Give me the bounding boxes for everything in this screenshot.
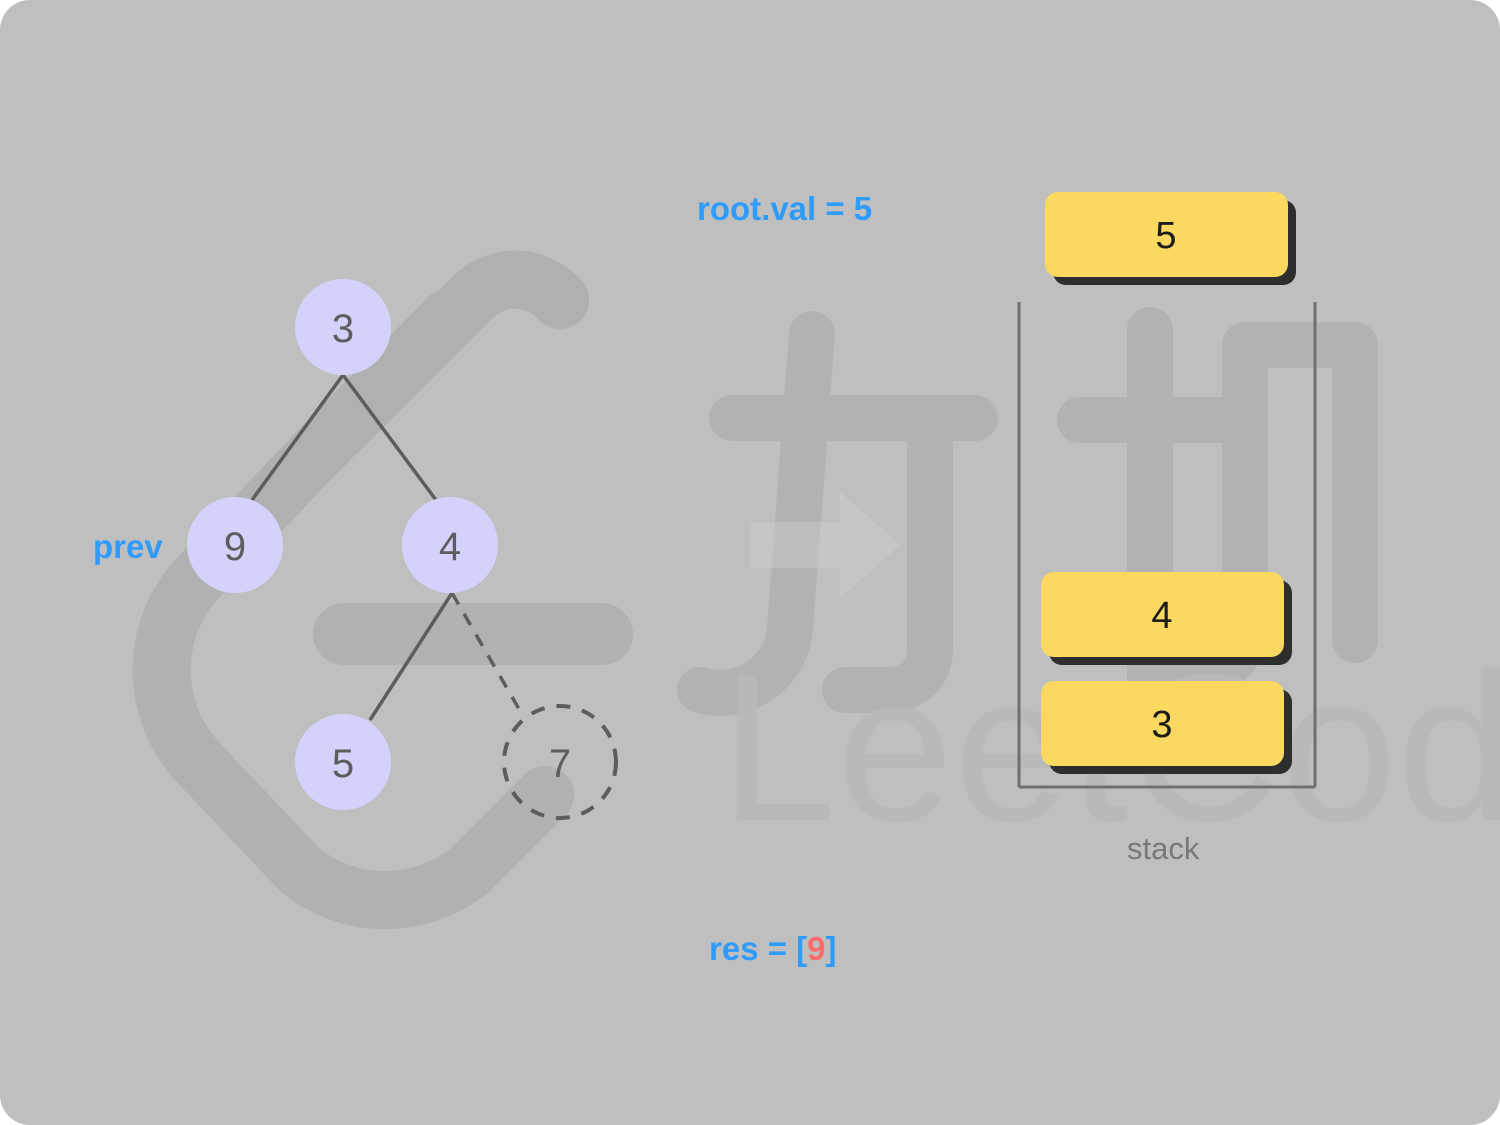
tree-node-3-label: 3 bbox=[332, 307, 354, 351]
tree-edge-3-9 bbox=[250, 373, 345, 502]
root-val-label: root.val = 5 bbox=[697, 190, 873, 227]
res-value: 9 bbox=[807, 930, 826, 967]
stack-box-3[interactable]: 3 bbox=[1041, 681, 1292, 774]
stack-label: stack bbox=[1127, 831, 1200, 866]
tree-node-7[interactable]: 7 bbox=[502, 704, 618, 820]
tree-edges bbox=[250, 373, 525, 721]
tree-node-3[interactable]: 3 bbox=[295, 279, 391, 375]
tree-node-9-circle bbox=[187, 497, 283, 593]
prev-pointer-label: prev bbox=[93, 528, 163, 565]
tree-node-7-circle bbox=[502, 704, 618, 820]
tree-node-4-circle bbox=[402, 497, 498, 593]
tree-edge-4-5 bbox=[368, 592, 454, 721]
tree-edge-3-4 bbox=[341, 373, 438, 502]
stack-box-4[interactable]: 4 bbox=[1041, 572, 1292, 665]
stack-container-border bbox=[1017, 302, 1317, 789]
tree-node-4[interactable]: 4 bbox=[402, 497, 498, 593]
stack-box-3-body bbox=[1041, 681, 1284, 766]
tree-node-5-label: 5 bbox=[332, 742, 354, 786]
stack-box-4-body bbox=[1041, 572, 1284, 657]
leetcode-logo-mark bbox=[132, 250, 589, 930]
tree-node-5-circle bbox=[295, 714, 391, 810]
stack-box-5-body bbox=[1045, 192, 1288, 277]
tree-node-9[interactable]: 9 bbox=[187, 497, 283, 593]
tree-node-3-circle bbox=[295, 279, 391, 375]
watermark-glyph-li bbox=[677, 311, 998, 716]
tree-node-7-label: 7 bbox=[549, 742, 571, 786]
res-label: res = [9] bbox=[709, 930, 837, 968]
stack-box-4-label: 4 bbox=[1151, 595, 1172, 637]
res-suffix: ] bbox=[825, 930, 837, 967]
tree-node-4-label: 4 bbox=[439, 525, 461, 569]
stack-box-5-label: 5 bbox=[1155, 215, 1176, 257]
tree-node-9-label: 9 bbox=[224, 525, 246, 569]
leetcode-logo-bar bbox=[313, 603, 633, 665]
watermark-arrow-icon bbox=[750, 492, 900, 598]
res-prefix: res = [ bbox=[709, 930, 808, 967]
tree-node-5[interactable]: 5 bbox=[295, 714, 391, 810]
stack-box-5[interactable]: 5 bbox=[1045, 192, 1296, 285]
stack-box-3-label: 3 bbox=[1151, 704, 1172, 746]
